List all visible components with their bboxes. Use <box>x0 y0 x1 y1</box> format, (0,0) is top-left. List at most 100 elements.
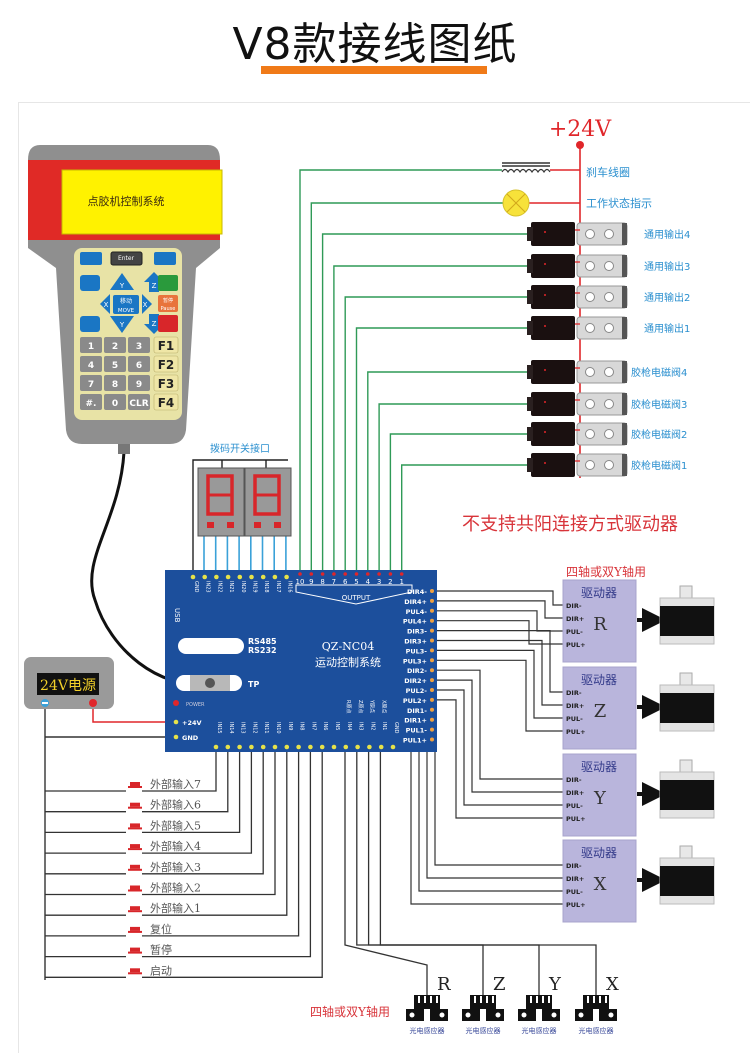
relay-base <box>576 360 628 384</box>
y-up-key[interactable] <box>110 273 134 290</box>
driver-signal-wire <box>434 590 564 606</box>
push-button-icon <box>130 968 140 973</box>
soft-key-right[interactable] <box>154 252 176 265</box>
dip-digit-display <box>197 467 245 537</box>
rotate-cw-key[interactable] <box>80 316 100 332</box>
sensor-pin <box>548 996 550 1003</box>
stop-key[interactable] <box>158 315 178 332</box>
sensor-pin <box>424 996 426 1003</box>
y-down-key[interactable] <box>110 316 134 333</box>
bottom-pin-label: IN8 <box>299 722 305 730</box>
bottom-pin-label: IN1 <box>381 722 387 730</box>
function-key[interactable] <box>153 393 179 411</box>
driver-pin-label: DIR- <box>566 776 582 784</box>
output-pin-dot <box>343 572 348 576</box>
home-pin-label: Z原点 <box>357 700 363 713</box>
relay-edge <box>622 255 627 277</box>
relay-led-icon <box>544 401 546 403</box>
output-pin-dot <box>366 572 370 576</box>
relay-terminal-icon <box>604 261 614 271</box>
input-label: 外部输入2 <box>150 881 201 895</box>
relay-base <box>576 222 628 246</box>
function-key-label: F1 <box>158 339 175 353</box>
enter-key[interactable] <box>110 251 143 266</box>
relay-terminal-icon <box>585 460 595 470</box>
pendant-screen <box>61 169 223 235</box>
input-signal-wire <box>142 749 276 896</box>
diagram-frame <box>18 102 750 1053</box>
start-key[interactable] <box>158 275 178 291</box>
sensor-hole <box>465 1012 471 1018</box>
number-key[interactable] <box>128 337 150 353</box>
number-key[interactable] <box>80 337 102 353</box>
driver-signal-wire <box>426 719 564 879</box>
push-button-base <box>128 930 142 933</box>
number-key[interactable] <box>80 356 102 372</box>
controller-subtitle: 运动控制系统 <box>315 655 381 669</box>
rotate-ccw-key[interactable] <box>80 275 100 291</box>
input-signal-wire <box>142 749 323 978</box>
function-key[interactable] <box>153 374 179 392</box>
motor-shaft <box>679 672 693 686</box>
number-key[interactable] <box>80 375 102 391</box>
pin-dot <box>430 688 434 692</box>
relay-label: 通用输出2 <box>644 291 690 304</box>
input-switch: 外部输入4 <box>128 839 201 853</box>
relay-terminal-icon <box>585 367 595 377</box>
relay-base <box>576 422 628 446</box>
input-label: 外部输入3 <box>150 860 201 874</box>
driver-signal-wire <box>434 679 564 793</box>
number-key-label: 4 <box>88 361 94 371</box>
push-button-icon <box>130 906 140 911</box>
soft-key-left[interactable] <box>80 252 102 265</box>
serial-port[interactable] <box>178 638 244 654</box>
function-key[interactable] <box>153 355 179 373</box>
number-key[interactable] <box>104 356 126 372</box>
pin-dot <box>284 574 289 580</box>
number-key[interactable] <box>104 394 126 410</box>
output-number-label: 3 <box>377 578 381 586</box>
bottom-pin-label: IN7 <box>310 722 316 730</box>
pin-dot <box>430 598 434 603</box>
driver-signal-wire <box>434 629 564 693</box>
dip-plus-icon <box>227 522 234 528</box>
number-key[interactable] <box>80 394 102 410</box>
relay-body <box>531 392 575 416</box>
bottom-pin-label: IN11 <box>263 722 269 734</box>
number-key[interactable] <box>128 375 150 391</box>
right-pin-label: PUL4+ <box>403 618 427 626</box>
output-wire <box>401 464 533 584</box>
dip-switch <box>197 467 292 537</box>
relay-led-icon <box>544 325 546 327</box>
relay-label: 通用输出1 <box>644 322 690 335</box>
sensor-hole <box>495 1012 501 1018</box>
right-pin-label: DIR4- <box>407 588 427 596</box>
relay-edge <box>622 317 627 339</box>
number-key[interactable] <box>104 375 126 391</box>
relay-base <box>576 254 628 278</box>
relay-tab <box>527 227 533 241</box>
sensor-axis-label: Z <box>493 974 506 995</box>
input-label: 外部输入4 <box>150 839 201 853</box>
pause-key[interactable] <box>158 295 178 312</box>
relay-edge <box>622 454 627 476</box>
dip-switch-label: 拨码开关接口 <box>210 442 270 455</box>
number-key[interactable] <box>128 356 150 372</box>
number-key[interactable] <box>128 394 150 410</box>
number-key[interactable] <box>104 337 126 353</box>
move-key[interactable] <box>113 295 139 314</box>
home-pin-label: Y原点 <box>369 699 375 713</box>
x-right-key[interactable] <box>142 294 152 314</box>
sensor-pin <box>605 996 607 1003</box>
usb-label: USB <box>173 608 181 623</box>
left-pin-label: GND <box>182 734 199 742</box>
left-pin-label: +24V <box>182 719 202 727</box>
output-pin-dot <box>354 572 359 576</box>
x-left-key[interactable] <box>100 294 110 314</box>
pin-dot <box>249 744 254 750</box>
output-pin-dot <box>377 572 381 576</box>
function-key[interactable] <box>153 336 179 354</box>
pin-dot <box>355 744 360 750</box>
plus-terminal-icon <box>89 699 97 707</box>
